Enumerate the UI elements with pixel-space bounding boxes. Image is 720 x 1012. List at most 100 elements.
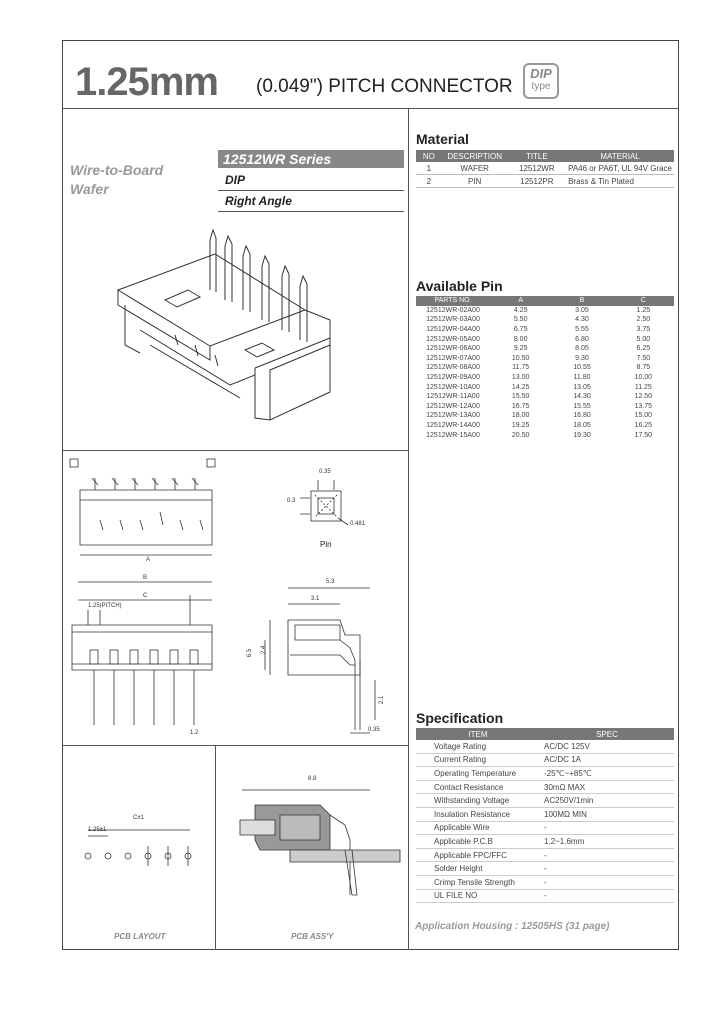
- table-cell: 16.75: [511, 402, 530, 410]
- table-cell: 7.50: [636, 354, 651, 362]
- orientation-label: Right Angle: [225, 194, 292, 208]
- table-cell: -: [540, 861, 674, 876]
- table-cell: 14.25: [511, 383, 530, 391]
- table-cell: 1.2~1.6mm: [540, 834, 674, 849]
- material-title: Material: [416, 131, 469, 147]
- table-cell: 12512WR-04A00: [426, 326, 480, 334]
- table-cell: 2: [416, 174, 442, 188]
- table-cell: 12512WR-03A00: [426, 316, 480, 324]
- pin-label: Pin: [320, 540, 332, 549]
- table-cell: 19.25: [511, 422, 530, 430]
- dim-c1: C±1: [133, 815, 144, 821]
- table-cell: 18.00: [511, 412, 530, 420]
- table-cell: Applicable Wire: [416, 821, 540, 836]
- table-cell: 100MΩ MIN: [540, 807, 674, 822]
- dim-b: B: [143, 575, 148, 581]
- table-cell: 10.00: [634, 374, 653, 382]
- table-cell: Solder Height: [416, 861, 540, 876]
- badge-top-text: DIP: [530, 66, 552, 81]
- table-cell: Insulation Resistance: [416, 807, 540, 822]
- table-row: UL FILE NO-: [416, 889, 674, 904]
- table-cell: 2.50: [636, 316, 651, 324]
- orientation-underline: [218, 211, 404, 212]
- table-cell: 12.50: [634, 393, 653, 401]
- pin-header-b: B: [551, 296, 613, 306]
- table-cell: 9.30: [575, 354, 589, 362]
- table-cell: WAFER: [441, 162, 508, 175]
- table-cell: 15.00: [634, 412, 653, 420]
- category-line2: Wafer: [70, 181, 109, 197]
- table-cell: 12512WR: [507, 162, 567, 175]
- table-cell: 20.50: [511, 431, 530, 439]
- dim-0-35: 0.35: [368, 727, 380, 733]
- table-cell: 11.80: [573, 374, 591, 382]
- table-cell: AC250V/1min: [540, 793, 674, 808]
- table-cell: 4.30: [575, 316, 589, 324]
- pin-header-parts: PARTS NO.: [416, 296, 490, 306]
- material-header-title: TITLE: [507, 150, 567, 162]
- dip-type-badge: DIP type: [523, 63, 559, 99]
- title-pitch: 1.25mm: [75, 60, 219, 104]
- table-cell: 18.05: [573, 422, 591, 430]
- table-cell: 12512PR: [507, 174, 567, 188]
- table-cell: 5.50: [513, 316, 528, 324]
- column-divider: [408, 108, 409, 950]
- table-cell: 16.80: [573, 412, 591, 420]
- table-cell: 10.55: [573, 364, 591, 372]
- dim-8-8: 8.8: [308, 776, 317, 782]
- table-cell: 30mΩ MAX: [540, 780, 674, 795]
- table-cell: 11.75: [512, 364, 530, 372]
- table-cell: -: [540, 889, 674, 904]
- title-connector: (0.049") PITCH CONNECTOR: [256, 76, 513, 97]
- dim-pitch: 1.25(PITCH): [88, 603, 122, 609]
- table-cell: AC/DC 1A: [540, 753, 674, 768]
- table-cell: 12512WR-15A00: [426, 431, 480, 439]
- table-cell: Brass & Tin Plated: [566, 174, 674, 188]
- application-housing-note: Application Housing : 12505HS (31 page): [415, 921, 610, 932]
- table-row: 12512WR-13A00 18.00 16.80 15.00: [416, 411, 674, 421]
- table-cell: Current Rating: [416, 753, 540, 768]
- table-row: 12512WR-03A00 5.50 4.30 2.50: [416, 315, 674, 325]
- table-cell: PIN: [441, 174, 508, 188]
- table-cell: 12512WR-09A00: [426, 374, 480, 382]
- dim-3-1: 3.1: [311, 596, 320, 602]
- table-cell: -: [540, 875, 674, 890]
- table-cell: 6.25: [636, 345, 651, 353]
- material-header-description: DESCRIPTION: [441, 150, 508, 162]
- table-cell: Crimp Tensile Strength: [416, 875, 540, 890]
- pcb-layout-caption: PCB LAYOUT: [114, 932, 166, 941]
- dim-1-2: 1.2: [190, 730, 199, 736]
- series-banner: 12512WR Series: [218, 150, 404, 168]
- table-cell: -25℃~+85℃: [540, 766, 674, 781]
- table-row: Applicable FPC/FFC-: [416, 848, 674, 863]
- table-cell: 12512WR-02A00: [426, 306, 480, 314]
- header-divider: [62, 108, 679, 109]
- table-cell: 5.55: [575, 326, 589, 334]
- table-cell: Operating Temperature: [416, 766, 540, 781]
- table-cell: 6.75: [513, 326, 528, 334]
- bottom-divider: [215, 745, 216, 950]
- material-table: NO DESCRIPTION TITLE MATERIAL 1 WAFER 12…: [416, 150, 674, 188]
- table-cell: 8.05: [575, 345, 589, 353]
- pcb-assy-caption: PCB ASS'Y: [291, 932, 334, 941]
- pin-dim-side: 0.3: [287, 498, 296, 504]
- table-cell: 15.55: [573, 402, 591, 410]
- table-cell: 11.25: [634, 383, 652, 391]
- table-cell: 9.25: [513, 345, 528, 353]
- table-cell: 12512WR-13A00: [426, 412, 480, 420]
- table-row: 2 PIN 12512PR Brass & Tin Plated: [416, 174, 674, 188]
